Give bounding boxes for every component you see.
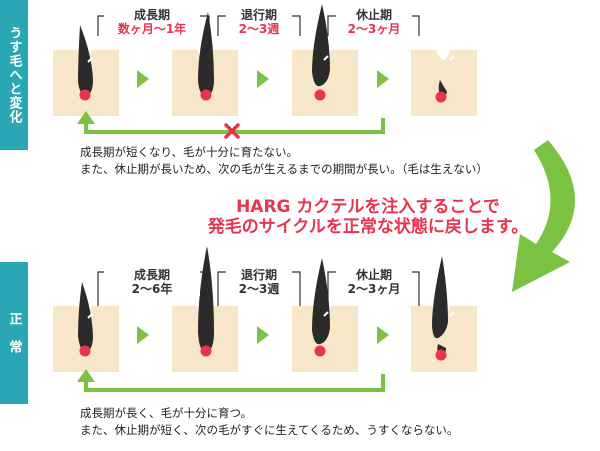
bottom-phase-catagen-name: 退行期 [240, 268, 277, 282]
top-description: 成長期が短くなり、毛が十分に育たない。 また、休止期が長いため、次の毛が生えるま… [80, 144, 488, 178]
bottom-phase-catagen-duration: 2〜3週 [238, 282, 280, 296]
skin-block-top-4 [411, 50, 477, 116]
bottom-phase-growth-duration: 2〜6年 [131, 282, 173, 296]
harg-headline: HARG カクテルを注入することで 発毛のサイクルを正常な状態に戻します。 [198, 197, 538, 237]
step-arrow-top-3 [377, 70, 389, 88]
top-phase-catagen-duration: 2〜3週 [238, 22, 280, 36]
hair-top-2 [198, 12, 214, 96]
bottom-phase-growth: 成長期 2〜6年 [104, 268, 200, 296]
bottom-phase-catagen: 退行期 2〜3週 [226, 268, 292, 296]
top-description-line-2: また、休止期が長いため、次の毛が生えるまでの期間が長い。（毛は生えない） [80, 162, 488, 176]
side-label-thinning: うす毛へと変化 [0, 0, 28, 150]
bottom-description-line-1: 成長期が長く、毛が十分に育つ。 [80, 406, 253, 420]
top-phase-growth-duration: 数ヶ月〜1年 [117, 22, 187, 36]
papilla-top-3 [314, 89, 326, 101]
top-description-line-1: 成長期が短くなり、毛が十分に育たない。 [80, 145, 299, 159]
cross-mark-icon [224, 123, 240, 139]
papilla-bottom-4 [435, 349, 447, 361]
step-arrow-bottom-2 [257, 326, 269, 344]
big-curved-arrow-icon [512, 140, 576, 292]
step-arrow-bottom-3 [377, 326, 389, 344]
bottom-phase-telogen-name: 休止期 [355, 268, 392, 282]
bottom-phase-growth-name: 成長期 [133, 268, 170, 282]
harg-headline-line-2: 発毛のサイクルを正常な状態に戻します。 [207, 217, 529, 237]
top-phase-telogen-duration: 2〜3ヶ月 [347, 22, 401, 36]
step-arrow-top-2 [257, 70, 269, 88]
top-phase-telogen-name: 休止期 [355, 8, 392, 22]
step-arrow-bottom-1 [137, 326, 149, 344]
papilla-bottom-1 [79, 345, 91, 357]
top-phase-telogen: 休止期 2〜3ヶ月 [336, 8, 412, 36]
papilla-top-4 [435, 91, 447, 103]
step-arrow-top-1 [137, 70, 149, 88]
top-phase-growth: 成長期 数ヶ月〜1年 [104, 8, 200, 36]
hair-top-3 [312, 4, 330, 87]
bottom-description: 成長期が長く、毛が十分に育つ。 また、休止期が短く、次の毛がすぐに生えてくるため… [80, 405, 458, 439]
papilla-bottom-3 [314, 345, 326, 357]
hair-top-1 [78, 25, 93, 96]
harg-headline-line-1: HARG カクテルを注入することで [236, 197, 500, 217]
bottom-description-line-2: また、休止期が短く、次の毛がすぐに生えてくるため、うすくならない。 [80, 423, 459, 437]
hair-bottom-1 [78, 282, 93, 352]
top-phase-catagen: 退行期 2〜3週 [226, 8, 292, 36]
top-phase-growth-name: 成長期 [133, 8, 170, 22]
papilla-top-2 [200, 89, 212, 101]
papilla-top-1 [79, 89, 91, 101]
top-phase-catagen-name: 退行期 [240, 8, 277, 22]
hair-bottom-4 [432, 256, 448, 339]
hair-bottom-3 [312, 258, 330, 345]
papilla-bottom-2 [200, 345, 212, 357]
return-loop-bottom [84, 374, 385, 392]
side-label-normal: 正 常 [0, 262, 28, 404]
hair-bottom-2 [198, 246, 214, 352]
bottom-phase-telogen-duration: 2〜3ヶ月 [347, 282, 401, 296]
bottom-phase-telogen: 休止期 2〜3ヶ月 [336, 268, 412, 296]
